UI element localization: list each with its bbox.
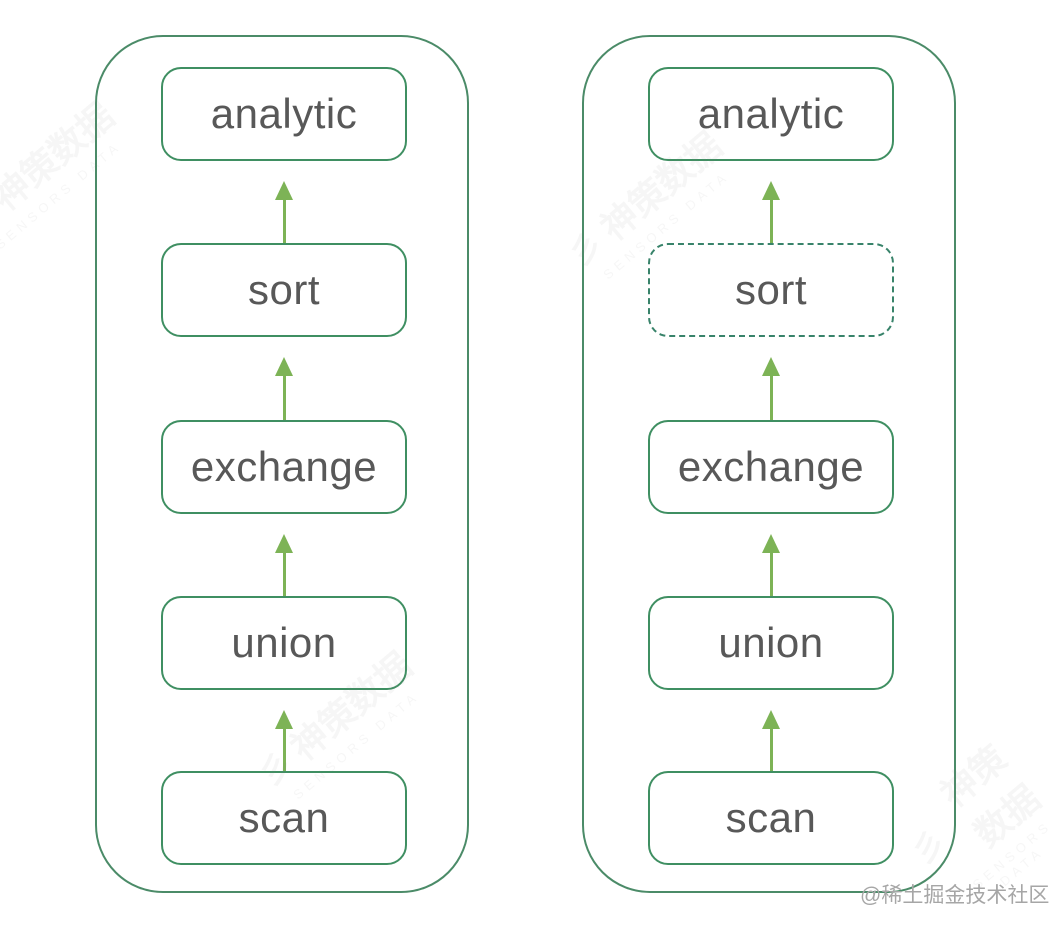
- node-label: union: [718, 619, 824, 666]
- arrowhead-icon: [762, 534, 780, 553]
- arrowhead-icon: [762, 710, 780, 729]
- arrow-stem: [282, 376, 286, 420]
- arrow-up-icon: [274, 710, 294, 771]
- arrow-stem: [282, 553, 286, 596]
- arrow-up-icon: [761, 710, 781, 771]
- arrowhead-icon: [275, 710, 293, 729]
- node-sort: sort: [648, 243, 894, 337]
- node-sort: sort: [161, 243, 407, 337]
- arrow-stem: [769, 553, 773, 596]
- node-label: scan: [238, 794, 330, 841]
- arrow-up-icon: [761, 357, 781, 420]
- arrow-up-icon: [274, 357, 294, 420]
- arrowhead-icon: [275, 357, 293, 376]
- arrow-stem: [769, 729, 773, 771]
- node-label: union: [231, 619, 337, 666]
- node-exchange: exchange: [161, 420, 407, 514]
- node-label: sort: [247, 266, 320, 313]
- sensors-logo-icon: 彡: [0, 190, 4, 246]
- arrowhead-icon: [762, 357, 780, 376]
- arrow-up-icon: [274, 181, 294, 243]
- node-label: exchange: [190, 443, 378, 490]
- pipeline-container-left: analytic sort exchange union scan: [95, 35, 469, 893]
- arrow-stem: [769, 200, 773, 243]
- pipeline-container-right: analytic sort exchange union scan: [582, 35, 956, 893]
- node-label: scan: [725, 794, 817, 841]
- arrowhead-icon: [762, 181, 780, 200]
- node-label: sort: [734, 266, 807, 313]
- node-scan: scan: [161, 771, 407, 865]
- node-analytic: analytic: [648, 67, 894, 161]
- arrow-stem: [769, 376, 773, 420]
- arrowhead-icon: [275, 534, 293, 553]
- watermark-subtext: SENSORS DATA: [969, 817, 1055, 893]
- arrow-up-icon: [761, 534, 781, 596]
- node-label: analytic: [210, 90, 358, 137]
- node-scan: scan: [648, 771, 894, 865]
- arrow-stem: [282, 729, 286, 771]
- node-label: exchange: [677, 443, 865, 490]
- arrow-up-icon: [761, 181, 781, 243]
- arrow-stem: [282, 200, 286, 243]
- node-union: union: [161, 596, 407, 690]
- node-label: analytic: [697, 90, 845, 137]
- node-analytic: analytic: [161, 67, 407, 161]
- arrowhead-icon: [275, 181, 293, 200]
- node-union: union: [648, 596, 894, 690]
- node-exchange: exchange: [648, 420, 894, 514]
- arrow-up-icon: [274, 534, 294, 596]
